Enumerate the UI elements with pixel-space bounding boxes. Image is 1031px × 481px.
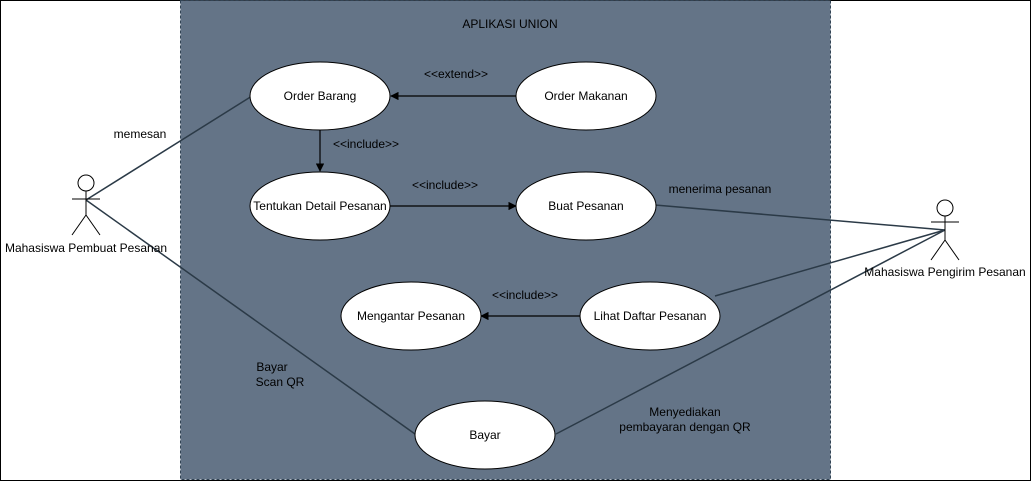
assoc-courier-lihat-daftar	[714, 229, 946, 297]
label-scan-qr: Scan QR	[256, 375, 305, 389]
assoc-buyer-order-barang	[85, 95, 253, 201]
use-case-lihat-daftar[interactable]: Lihat Daftar Pesanan	[579, 281, 721, 351]
use-case-label: Tentukan Detail Pesanan	[253, 199, 386, 213]
actor-name: Mahasiswa Pengirim Pesanan	[864, 265, 1025, 279]
system-title: APLIKASI UNION	[462, 17, 557, 31]
label-memesan: memesan	[114, 127, 167, 141]
use-case-label: Lihat Daftar Pesanan	[594, 309, 707, 323]
use-case-label: Order Barang	[284, 89, 357, 103]
assoc-courier-buat-pesanan	[654, 204, 946, 231]
use-case-bayar[interactable]: Bayar	[414, 400, 556, 470]
use-case-mengantar[interactable]: Mengantar Pesanan	[340, 281, 482, 351]
use-case-buat-pesanan[interactable]: Buat Pesanan	[515, 171, 657, 241]
use-case-label: Mengantar Pesanan	[357, 309, 465, 323]
use-case-order-barang[interactable]: Order Barang	[249, 61, 391, 131]
use-case-label: Order Makanan	[544, 89, 627, 103]
assoc-buyer-bayar	[85, 199, 416, 435]
use-case-tentukan-detail[interactable]: Tentukan Detail Pesanan	[249, 171, 391, 241]
label-menyediakan: Menyediakan	[649, 405, 720, 419]
include-label-detail-buat: <<include>>	[412, 178, 478, 192]
include-label-order-detail: <<include>>	[333, 137, 399, 151]
actor-courier[interactable]: Mahasiswa Pengirim Pesanan	[864, 199, 1026, 279]
use-case-label: Bayar	[469, 428, 500, 442]
use-case-label: Buat Pesanan	[548, 199, 623, 213]
use-case-order-makanan[interactable]: Order Makanan	[515, 61, 657, 131]
stick-figure-icon	[930, 199, 960, 261]
label-menerima-pesanan: menerima pesanan	[669, 182, 772, 196]
include-label-lihat-antar: <<include>>	[492, 288, 558, 302]
stick-figure-icon	[71, 174, 101, 236]
extend-label: <<extend>>	[424, 67, 488, 81]
assoc-courier-bayar	[555, 229, 946, 435]
actor-name: Mahasiswa Pembuat Pesanan	[5, 241, 167, 255]
label-pembayaran-qr: pembayaran dengan QR	[619, 420, 751, 434]
label-bayar: Bayar	[256, 360, 287, 374]
actor-buyer[interactable]: Mahasiswa Pembuat Pesanan	[5, 174, 167, 255]
